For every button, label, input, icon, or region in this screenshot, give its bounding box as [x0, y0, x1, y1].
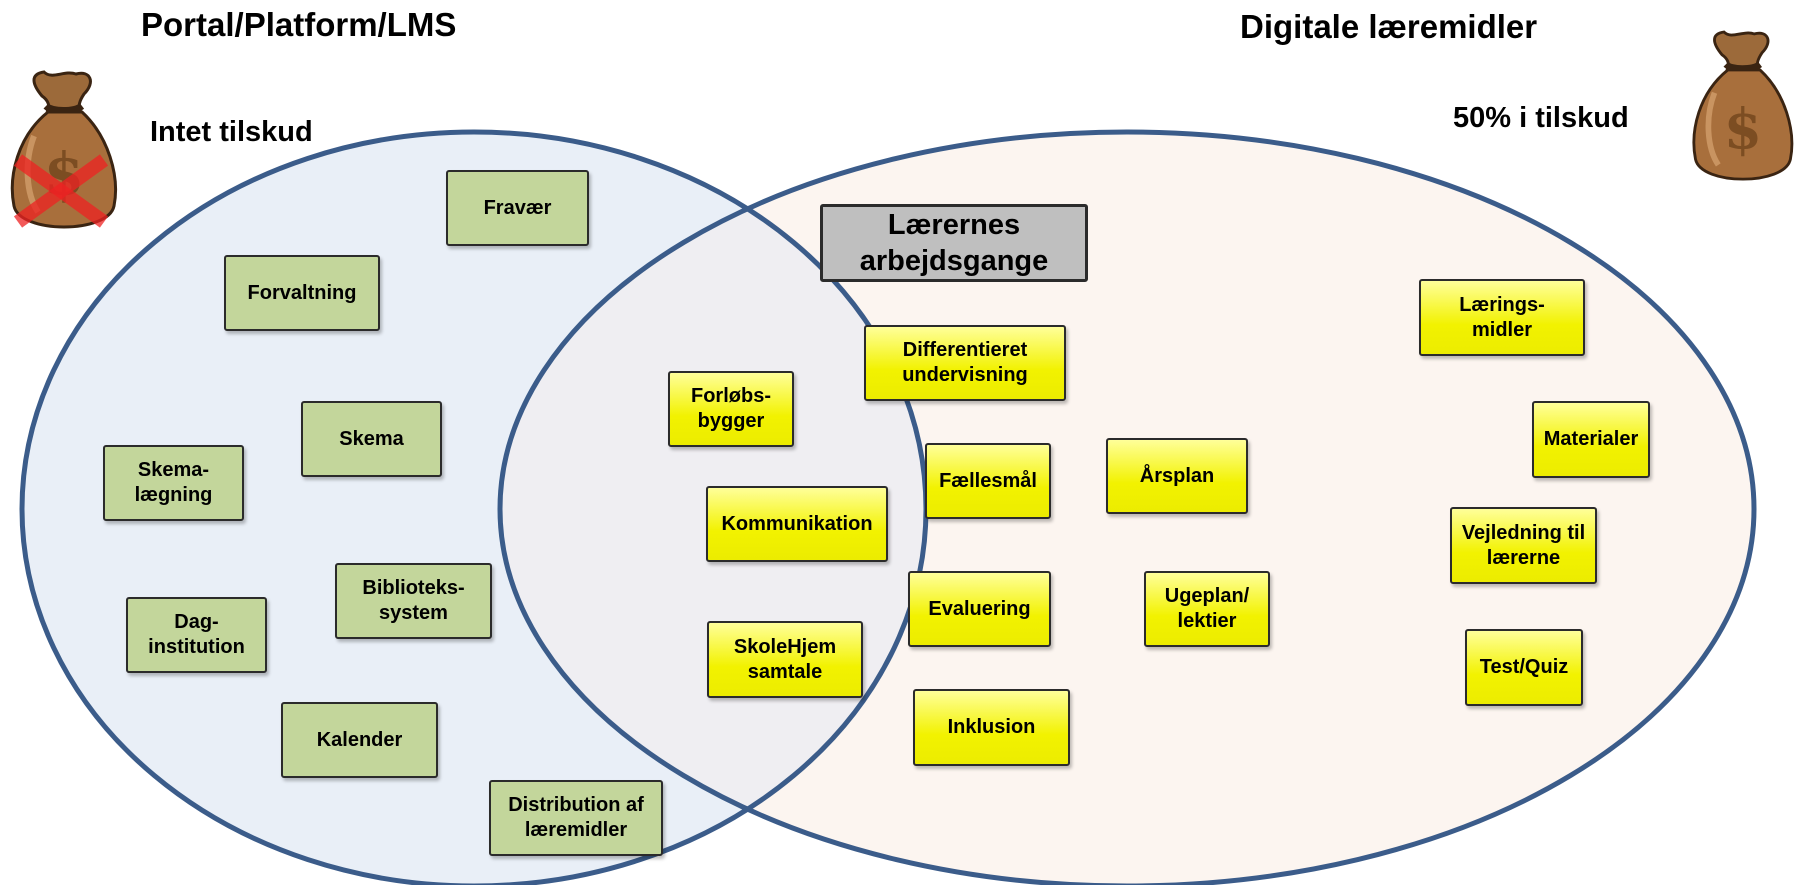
- center-item-inklusion: Inklusion: [913, 689, 1070, 766]
- money-bag-crossed-icon: $: [10, 70, 118, 229]
- right-set-title: Digitale læremidler: [1240, 8, 1538, 45]
- left-set-subtitle: Intet tilskud: [150, 116, 313, 148]
- left-item-bibliotekssystem: Biblioteks- system: [335, 563, 492, 639]
- right-item-materialer: Materialer: [1532, 401, 1650, 478]
- center-item-skolehjem: SkoleHjem samtale: [707, 621, 863, 698]
- svg-text:$: $: [1724, 96, 1762, 161]
- center-item-faellesmal: Fællesmål: [925, 443, 1051, 519]
- left-item-fravaer: Fravær: [446, 170, 589, 246]
- money-bag-icon: $: [1692, 30, 1794, 181]
- intersection-title: Lærernes arbejdsgange: [820, 204, 1088, 282]
- left-set-title: Portal/Platform/LMS: [141, 6, 457, 43]
- right-set-outline: [497, 129, 1757, 885]
- center-item-ugeplan: Ugeplan/ lektier: [1144, 571, 1270, 647]
- left-item-kalender: Kalender: [281, 702, 438, 778]
- right-item-vejledning: Vejledning til lærerne: [1450, 507, 1597, 584]
- left-item-forvaltning: Forvaltning: [224, 255, 380, 331]
- center-item-evaluering: Evaluering: [908, 571, 1051, 647]
- center-item-arsplan: Årsplan: [1106, 438, 1248, 514]
- left-item-distribution: Distribution af læremidler: [489, 780, 663, 856]
- left-item-daginstitution: Dag- institution: [126, 597, 267, 673]
- center-item-differentieret: Differentieret undervisning: [864, 325, 1066, 401]
- left-item-skemalaegning: Skema- lægning: [103, 445, 244, 521]
- right-item-laeringsmidler: Lærings- midler: [1419, 279, 1585, 356]
- right-item-testquiz: Test/Quiz: [1465, 629, 1583, 706]
- center-item-kommunikation: Kommunikation: [706, 486, 888, 562]
- right-set-subtitle: 50% i tilskud: [1453, 102, 1629, 134]
- center-item-forlobsbygger: Forløbs- bygger: [668, 371, 794, 447]
- left-item-skema: Skema: [301, 401, 442, 477]
